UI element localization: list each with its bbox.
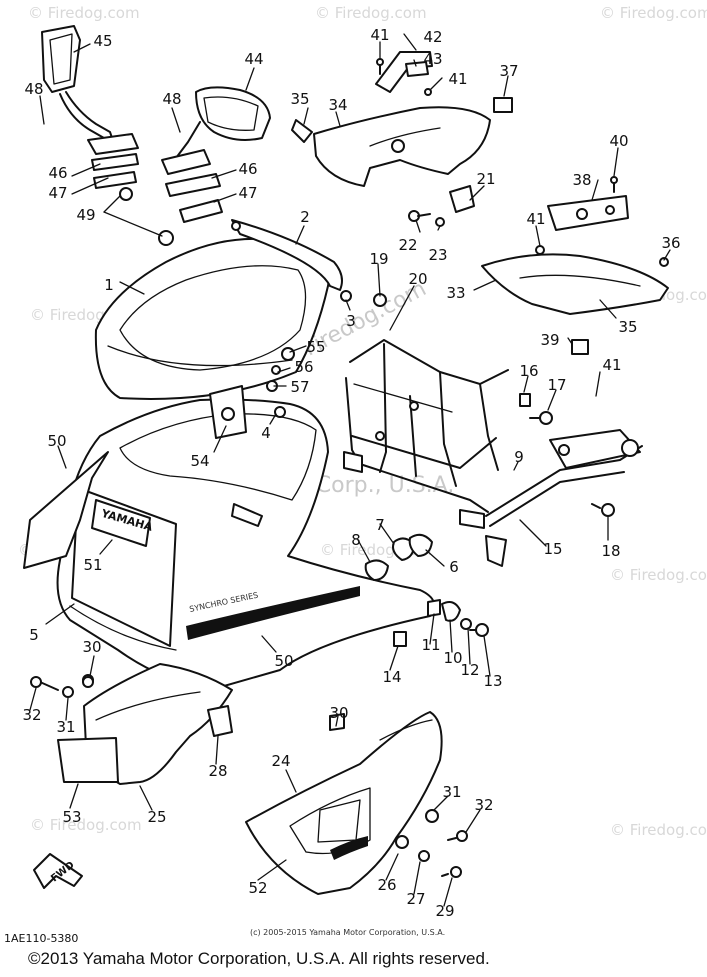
callout-14: 14: [382, 668, 401, 686]
callout-49: 49: [76, 206, 95, 224]
callout-4: 4: [261, 424, 271, 442]
watermark: © Firedog.com: [315, 4, 427, 22]
callout-55: 55: [306, 338, 325, 356]
callout-52: 52: [248, 879, 267, 897]
callout-7: 7: [375, 516, 385, 534]
callout-44: 44: [244, 50, 263, 68]
part-code: 1AE110-5380: [4, 932, 78, 945]
callout-41: 41: [370, 26, 389, 44]
callout-39: 39: [540, 331, 559, 349]
callout-35b: 35: [618, 318, 637, 336]
fairing-stay-frame: [343, 339, 509, 567]
callout-10: 10: [443, 649, 462, 667]
callout-50: 50: [47, 432, 66, 450]
callout-57: 57: [290, 378, 309, 396]
callout-30: 30: [82, 638, 101, 656]
callout-41b: 41: [448, 70, 467, 88]
fasteners: [30, 210, 615, 878]
callout-45: 45: [93, 32, 112, 50]
callout-47: 47: [48, 184, 67, 202]
callout-11: 11: [421, 636, 440, 654]
callout-46: 46: [48, 164, 67, 182]
upper-fairing: YAMAHA SYNCHRO SERIES: [56, 398, 436, 691]
side-stay: [485, 429, 643, 527]
callout-16: 16: [519, 362, 538, 380]
callout-35: 35: [290, 90, 309, 108]
callout-1: 1: [104, 276, 114, 294]
callout-29: 29: [435, 902, 454, 920]
callout-36: 36: [661, 234, 680, 252]
watermark: © Firedog.com: [610, 821, 707, 839]
watermark: © Firedog.com: [600, 4, 707, 22]
instrument-bracket-lower: [481, 176, 669, 355]
callout-28: 28: [208, 762, 227, 780]
callout-26: 26: [377, 876, 396, 894]
callout-numbers: 1 2 3 4 5 6 7 8 9 10 11 12 13 14 15 16 1…: [22, 26, 680, 920]
callout-43: 43: [423, 50, 442, 68]
callout-31: 31: [56, 718, 75, 736]
watermark: © Firedog.com: [610, 566, 707, 584]
callout-27: 27: [406, 890, 425, 908]
leader-lines: [29, 33, 671, 907]
callout-32: 32: [22, 706, 41, 724]
callout-21: 21: [476, 170, 495, 188]
watermark-layer: © Firedog.com © Firedog.com © Firedog.co…: [18, 4, 707, 839]
footer-copyright: ©2013 Yamaha Motor Corporation, U.S.A. A…: [28, 949, 490, 968]
callout-6: 6: [449, 558, 459, 576]
side-panel-left: [23, 451, 109, 569]
callout-8: 8: [351, 531, 361, 549]
callout-12: 12: [460, 661, 479, 679]
lower-cowl-right: [245, 711, 443, 895]
callout-41d: 41: [602, 356, 621, 374]
callout-40: 40: [609, 132, 628, 150]
callout-15: 15: [543, 540, 562, 558]
small-copyright: (c) 2005-2015 Yamaha Motor Corporation, …: [250, 928, 445, 937]
callout-47b: 47: [238, 184, 257, 202]
callout-13: 13: [483, 672, 502, 690]
callout-34: 34: [328, 96, 347, 114]
callout-24: 24: [271, 752, 290, 770]
callout-33: 33: [446, 284, 465, 302]
callout-53: 53: [62, 808, 81, 826]
callout-50b: 50: [274, 652, 293, 670]
instrument-bracket-upper: [291, 51, 513, 213]
callout-9: 9: [514, 448, 524, 466]
callout-3: 3: [346, 312, 356, 330]
callout-17: 17: [547, 376, 566, 394]
watermark: © Firedog.com: [28, 4, 140, 22]
callout-31b: 31: [442, 783, 461, 801]
callout-20: 20: [408, 270, 427, 288]
callout-19: 19: [369, 250, 388, 268]
callout-46b: 46: [238, 160, 257, 178]
callout-56: 56: [294, 358, 313, 376]
watermark: © Firedog.com: [30, 816, 142, 834]
callout-48b: 48: [162, 90, 181, 108]
windshield-trim: [231, 219, 343, 291]
right-mirror: [158, 86, 271, 246]
forward-arrow-icon: FWD: [33, 853, 83, 889]
callout-54: 54: [190, 452, 209, 470]
callout-48: 48: [24, 80, 43, 98]
callout-51: 51: [83, 556, 102, 574]
callout-30b: 30: [329, 704, 348, 722]
callout-41c: 41: [526, 210, 545, 228]
inner-bracket: [209, 347, 295, 439]
callout-37: 37: [499, 62, 518, 80]
callout-25: 25: [147, 808, 166, 826]
callout-18: 18: [601, 542, 620, 560]
callout-32b: 32: [474, 796, 493, 814]
callout-2: 2: [300, 208, 310, 226]
callout-22: 22: [398, 236, 417, 254]
callout-5: 5: [29, 626, 39, 644]
callout-38: 38: [572, 171, 591, 189]
left-mirror: [41, 25, 139, 201]
callout-23: 23: [428, 246, 447, 264]
callout-42: 42: [423, 28, 442, 46]
windshield: [94, 237, 330, 400]
